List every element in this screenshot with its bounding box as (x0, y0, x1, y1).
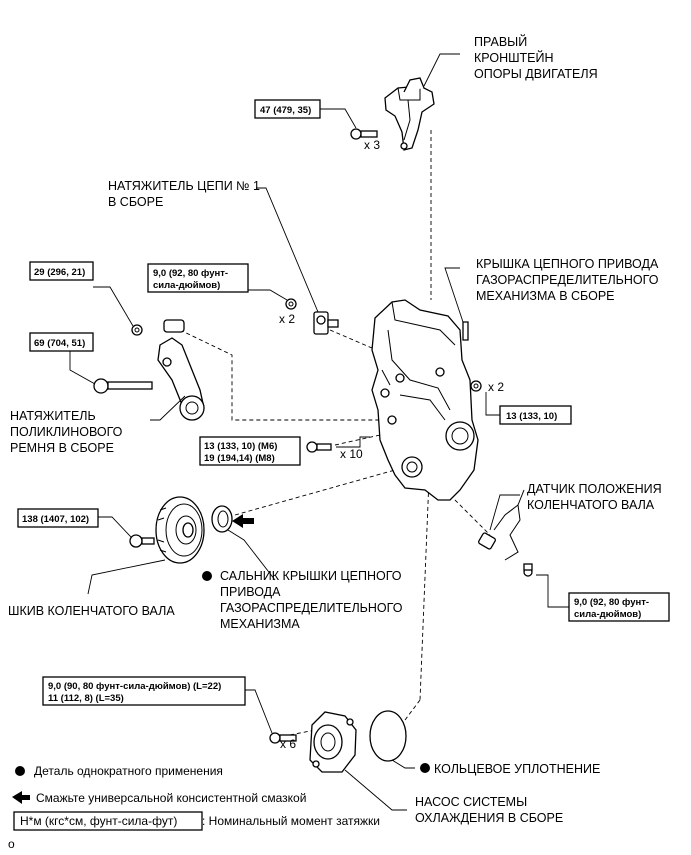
torque-box-belt-nut: 29 (296, 21) (29, 261, 94, 281)
timing-chain-cover (371, 299, 479, 501)
one-time-use-dot-icon (420, 763, 430, 773)
legend-torque-desc: : Номинальный момент затяжки (202, 814, 380, 828)
svg-text:ПРИВОДА: ПРИВОДА (220, 585, 281, 599)
torque-box-pulley-bolt: 138 (1407, 102) (17, 508, 99, 528)
pulley-bolt (129, 534, 155, 548)
crankshaft-pulley (155, 496, 205, 564)
torque-value-line2: сила-дюймов) (574, 609, 641, 620)
torque-value: 13 (133, 10) (506, 411, 557, 422)
belt-tensioner-nut (131, 324, 143, 336)
label-belt-tensioner: НАТЯЖИТЕЛЬ ПОЛИКЛИНОВОГО РЕМНЯ В СБОРЕ (10, 409, 123, 455)
svg-text:РЕМНЯ В СБОРЕ: РЕМНЯ В СБОРЕ (10, 441, 114, 455)
label-pulley: ШКИВ КОЛЕНЧАТОГО ВАЛА (8, 604, 175, 618)
one-time-use-dot-icon (15, 766, 25, 776)
qty-pump: x 6 (280, 737, 296, 751)
torque-box-pump-bolts: 9,0 (90, 80 фунт-сила-дюймов) (L=22) 11 … (42, 676, 246, 706)
label-oil-seal: САЛЬНИК КРЫШКИ ЦЕПНОГО ПРИВОДА ГАЗОРАСПР… (202, 569, 403, 631)
svg-text:КОЛЕНЧАТОГО ВАЛА: КОЛЕНЧАТОГО ВАЛА (527, 498, 655, 512)
leader-lines (69, 53, 569, 811)
legend-torque-box (13, 811, 203, 831)
qty-cover-bolts: x 10 (340, 447, 363, 461)
oil-seal (211, 505, 233, 533)
svg-text:КОЛЬЦЕВОЕ УПЛОТНЕНИЕ: КОЛЬЦЕВОЕ УПЛОТНЕНИЕ (434, 762, 600, 776)
torque-box-cover-nut: 13 (133, 10) (499, 405, 572, 425)
svg-text:ГАЗОРАСПРЕДЕЛИТЕЛЬНОГО: ГАЗОРАСПРЕДЕЛИТЕЛЬНОГО (476, 273, 659, 287)
chain-tensioner (313, 311, 339, 335)
one-time-use-dot-icon (202, 571, 212, 581)
label-cover: КРЫШКА ЦЕПНОГО ПРИВОДА ГАЗОРАСПРЕДЕЛИТЕЛ… (476, 257, 659, 303)
torque-value: 138 (1407, 102) (22, 514, 89, 525)
torque-box-sensor-bolt: 9,0 (92, 80 фунт- сила-дюймов) (568, 592, 670, 622)
torque-value-line2: сила-дюймов) (153, 280, 220, 291)
svg-text:ГАЗОРАСПРЕДЕЛИТЕЛЬНОГО: ГАЗОРАСПРЕДЕЛИТЕЛЬНОГО (220, 601, 403, 615)
svg-text:НАТЯЖИТЕЛЬ ЦЕПИ № 1: НАТЯЖИТЕЛЬ ЦЕПИ № 1 (108, 179, 260, 193)
svg-text:ОХЛАЖДЕНИЯ В СБОРЕ: ОХЛАЖДЕНИЯ В СБОРЕ (415, 811, 563, 825)
torque-value-line1: 9,0 (92, 80 фунт- (153, 268, 228, 279)
torque-value-line2: 19 (194,14) (M8) (204, 453, 275, 464)
legend-torque-units: Н*м (кгс*см, фунт-сила-фут) (20, 814, 177, 828)
qty-bracket: x 3 (364, 138, 380, 152)
grease-arrow-icon (232, 514, 254, 528)
svg-text:НАСОС СИСТЕМЫ: НАСОС СИСТЕМЫ (415, 795, 527, 809)
torque-box-bracket-bolt: 47 (479, 35) (254, 99, 321, 119)
label-water-pump: НАСОС СИСТЕМЫ ОХЛАЖДЕНИЯ В СБОРЕ (415, 795, 563, 825)
label-o-ring: КОЛЬЦЕВОЕ УПЛОТНЕНИЕ (420, 762, 600, 776)
legend: Деталь однократного применения Смажьте у… (12, 764, 380, 831)
svg-text:В СБОРЕ: В СБОРЕ (108, 195, 163, 209)
cover-nut (470, 380, 482, 392)
grease-arrow-icon (12, 791, 30, 804)
svg-text:ПРАВЫЙ: ПРАВЫЙ (474, 34, 527, 49)
label-bracket: ПРАВЫЙ КРОНШТЕЙН ОПОРЫ ДВИГАТЕЛЯ (474, 34, 598, 81)
water-pump-bolt (269, 732, 297, 744)
torque-value-line1: 13 (133, 10) (M6) (204, 441, 277, 452)
svg-text:КРЫШКА ЦЕПНОГО ПРИВОДА: КРЫШКА ЦЕПНОГО ПРИВОДА (476, 257, 659, 271)
torque-value: 47 (479, 35) (260, 105, 311, 116)
label-chain-tensioner: НАТЯЖИТЕЛЬ ЦЕПИ № 1 В СБОРЕ (108, 179, 260, 209)
torque-value: 29 (296, 21) (34, 267, 85, 278)
qty-tensioner: x 2 (279, 312, 295, 326)
footer-mark: o (8, 837, 15, 851)
svg-text:ДАТЧИК ПОЛОЖЕНИЯ: ДАТЧИК ПОЛОЖЕНИЯ (527, 482, 662, 496)
cover-bolt (306, 441, 332, 453)
torque-box-belt-bolt: 69 (704, 51) (29, 332, 94, 352)
legend-one-time: Деталь однократного применения (34, 764, 223, 778)
torque-value-line1: 9,0 (90, 80 фунт-сила-дюймов) (L=22) (48, 681, 221, 692)
tensioner-nut (285, 298, 297, 310)
torque-box-tensioner-nut: 9,0 (92, 80 фунт- сила-дюймов) (147, 263, 249, 293)
svg-text:ОПОРЫ ДВИГАТЕЛЯ: ОПОРЫ ДВИГАТЕЛЯ (474, 67, 598, 81)
qty-cover-nut: x 2 (488, 380, 504, 394)
svg-text:САЛЬНИК КРЫШКИ ЦЕПНОГО: САЛЬНИК КРЫШКИ ЦЕПНОГО (220, 569, 402, 583)
svg-text:МЕХАНИЗМА В СБОРЕ: МЕХАНИЗМА В СБОРЕ (476, 289, 615, 303)
svg-text:МЕХАНИЗМА: МЕХАНИЗМА (220, 617, 300, 631)
torque-value-line1: 9,0 (92, 80 фунт- (574, 597, 649, 608)
o-ring (369, 710, 407, 762)
engine-mount-bracket (384, 77, 435, 151)
torque-value: 69 (704, 51) (34, 338, 85, 349)
torque-value-line2: 11 (112, 8) (L=35) (48, 693, 124, 704)
water-pump (309, 711, 357, 773)
belt-tensioner-bolt (93, 378, 153, 394)
label-crank-sensor: ДАТЧИК ПОЛОЖЕНИЯ КОЛЕНЧАТОГО ВАЛА (527, 482, 662, 512)
belt-tensioner (157, 319, 205, 421)
svg-text:КРОНШТЕЙН: КРОНШТЕЙН (474, 50, 554, 65)
crank-position-sensor (478, 489, 525, 561)
legend-grease: Смажьте универсальной консистентной смаз… (36, 791, 306, 805)
svg-text:ПОЛИКЛИНОВОГО: ПОЛИКЛИНОВОГО (10, 425, 123, 439)
torque-box-cover-bolts: 13 (133, 10) (M6) 19 (194,14) (M8) (199, 436, 301, 466)
svg-text:НАТЯЖИТЕЛЬ: НАТЯЖИТЕЛЬ (10, 409, 96, 423)
bracket-bolt (350, 128, 378, 140)
sensor-bolt (523, 563, 533, 577)
